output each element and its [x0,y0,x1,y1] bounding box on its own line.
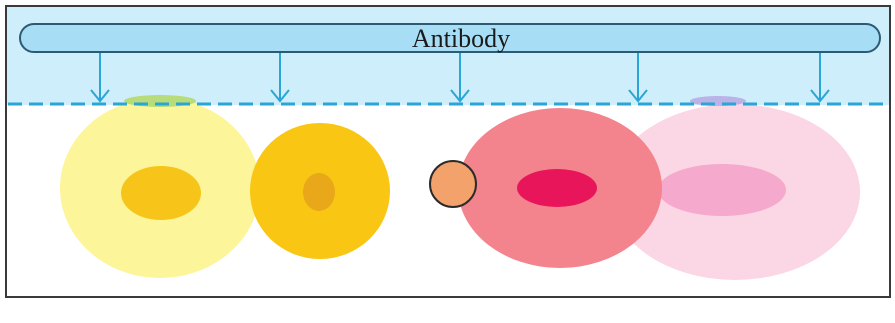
antibody-label: Antibody [412,24,510,53]
pink-cell-receptor [690,96,746,106]
antibody-zone [7,7,889,105]
red-cell-nucleus [517,169,597,207]
small-orange-cell [430,161,476,207]
pink-cell-nucleus [658,164,786,216]
yellow-cell-nucleus [303,173,335,211]
pale-yellow-cell-nucleus [121,166,201,220]
